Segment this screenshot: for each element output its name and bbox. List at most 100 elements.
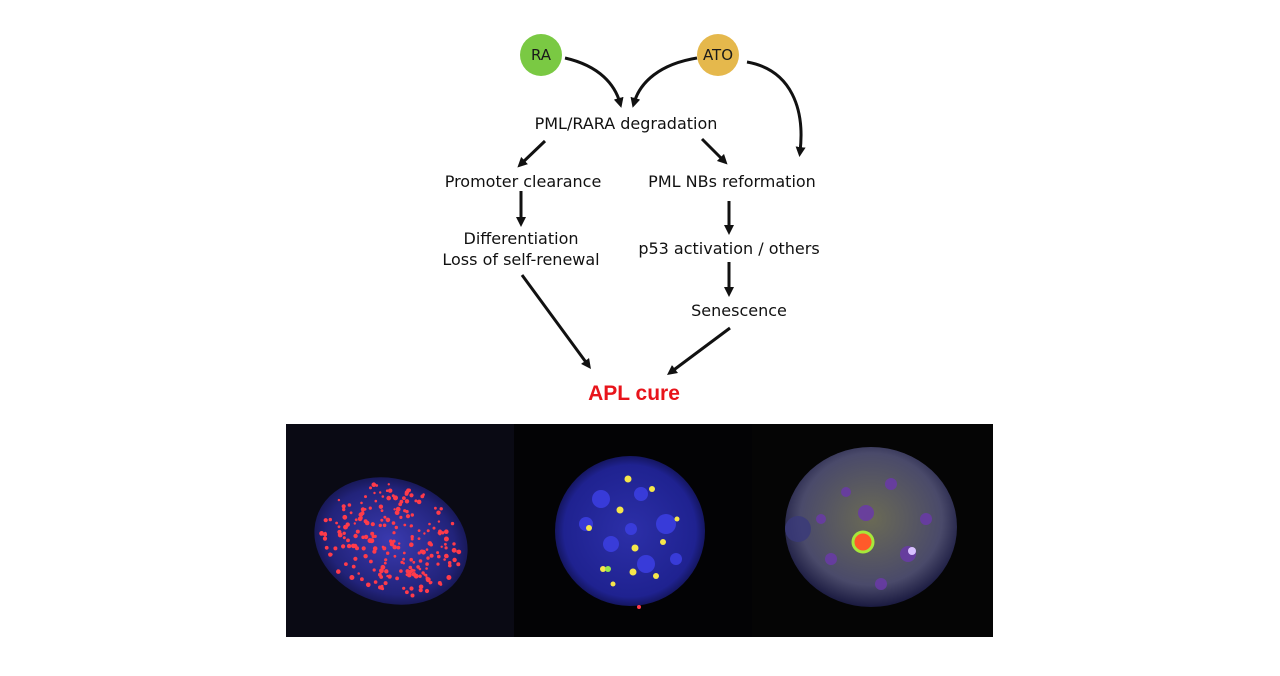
speckle-dot — [444, 529, 449, 534]
speckle-dot — [443, 536, 449, 542]
cell-yellow-bodies-icon — [514, 424, 754, 637]
speckle-dot — [353, 522, 356, 525]
speckle-dot — [375, 484, 379, 487]
speckle-dot — [437, 554, 441, 559]
nb-reformation-label: PML NBs reformation — [648, 172, 816, 191]
speckle-dot — [439, 582, 443, 586]
speckle-dot — [380, 518, 384, 522]
speckle-dot — [426, 556, 430, 560]
speckle-dot — [392, 531, 396, 535]
speckle-dot — [384, 569, 389, 574]
speckle-dot — [418, 574, 422, 578]
differentiation-label: Differentiation — [463, 229, 579, 248]
speckle-dot — [427, 541, 433, 546]
arrow-differentiation-to-cure — [520, 274, 591, 370]
speckle-dot — [328, 552, 333, 557]
speckle-dot — [434, 506, 437, 510]
speckle-dot — [378, 585, 382, 590]
speckle-dot — [372, 549, 377, 554]
speckle-dot — [355, 529, 360, 534]
speckle-dot — [403, 523, 407, 527]
speckle-dot — [372, 568, 376, 572]
arrow-degradation-to-nb — [700, 137, 728, 165]
speckle-dot — [383, 561, 387, 565]
speckle-dot — [363, 534, 369, 540]
apl-cure-label: APL cure — [588, 382, 680, 405]
speckle-dot — [361, 546, 366, 551]
speckle-dot — [387, 483, 390, 486]
speckle-dot — [437, 520, 441, 523]
speckle-dot — [379, 568, 384, 574]
speckle-dot — [364, 495, 367, 499]
speckle-dot — [336, 569, 341, 574]
speckle-dot — [368, 506, 372, 510]
speckle-dot — [342, 514, 348, 520]
speckle-dot — [363, 508, 367, 511]
speckle-dot — [432, 526, 436, 530]
speckle-dot — [402, 557, 405, 561]
speckle-dot — [370, 531, 375, 536]
speckle-dot — [392, 545, 397, 550]
speckle-dot — [443, 558, 446, 561]
speckle-dot — [393, 495, 398, 501]
speckle-dot — [446, 575, 452, 580]
speckle-dot — [395, 576, 399, 581]
speckle-dot — [406, 488, 411, 493]
speckle-dot — [448, 563, 452, 568]
speckle-dot — [423, 532, 426, 535]
speckle-dot — [385, 517, 391, 523]
speckle-dot — [353, 533, 358, 539]
speckle-dot — [374, 499, 378, 503]
speckle-dot — [388, 488, 393, 493]
speckle-dot — [436, 562, 440, 566]
speckle-dot — [378, 523, 382, 528]
speckle-dot — [333, 546, 338, 551]
speckle-dot — [373, 491, 376, 495]
speckle-dot — [353, 556, 358, 561]
speckle-dot — [328, 517, 332, 522]
speckle-dot — [436, 510, 441, 515]
speckle-dot — [341, 504, 346, 509]
speckle-dot — [426, 529, 430, 533]
speckle-dot — [337, 525, 341, 529]
speckle-dot — [425, 577, 431, 583]
speckle-dot — [444, 542, 447, 546]
speckle-dot — [380, 509, 384, 512]
speckle-dot — [408, 565, 413, 570]
ato-node: ATO — [697, 34, 739, 76]
speckle-dot — [383, 581, 388, 586]
speckle-dot — [324, 545, 329, 550]
speckle-dot — [342, 507, 346, 512]
speckle-dot — [456, 550, 460, 554]
speckle-dot — [409, 524, 413, 528]
speckle-dot — [391, 521, 396, 525]
speckle-dot — [373, 580, 378, 584]
speckle-dot — [410, 568, 414, 573]
speckle-dot — [402, 496, 406, 500]
speckle-dot — [441, 531, 445, 535]
cell-red-speckles-icon — [286, 424, 516, 637]
speckle-dot — [418, 567, 422, 571]
speckle-dot — [393, 508, 396, 511]
speckle-dot — [323, 518, 328, 523]
speckle-dot — [428, 522, 431, 526]
speckle-dot — [384, 558, 388, 562]
speckle-dot — [396, 545, 401, 550]
speckle-dot — [335, 521, 338, 525]
speckle-dot — [378, 504, 384, 509]
speckle-dot — [345, 522, 350, 527]
cell-ring-body-icon — [752, 424, 993, 637]
degradation-label: PML/RARA degradation — [534, 114, 718, 133]
speckle-dot — [405, 590, 409, 595]
speckle-dot — [379, 491, 382, 494]
speckle-dot — [370, 522, 375, 527]
speckle-dot — [416, 565, 420, 569]
speckle-dot — [440, 545, 443, 548]
speckle-dot — [398, 542, 401, 545]
speckle-dot — [418, 584, 424, 590]
speckle-dot — [418, 588, 423, 593]
speckle-dot — [402, 551, 406, 555]
speckle-dot — [452, 557, 457, 563]
speckle-dot — [337, 498, 341, 502]
speckle-dot — [439, 507, 443, 511]
